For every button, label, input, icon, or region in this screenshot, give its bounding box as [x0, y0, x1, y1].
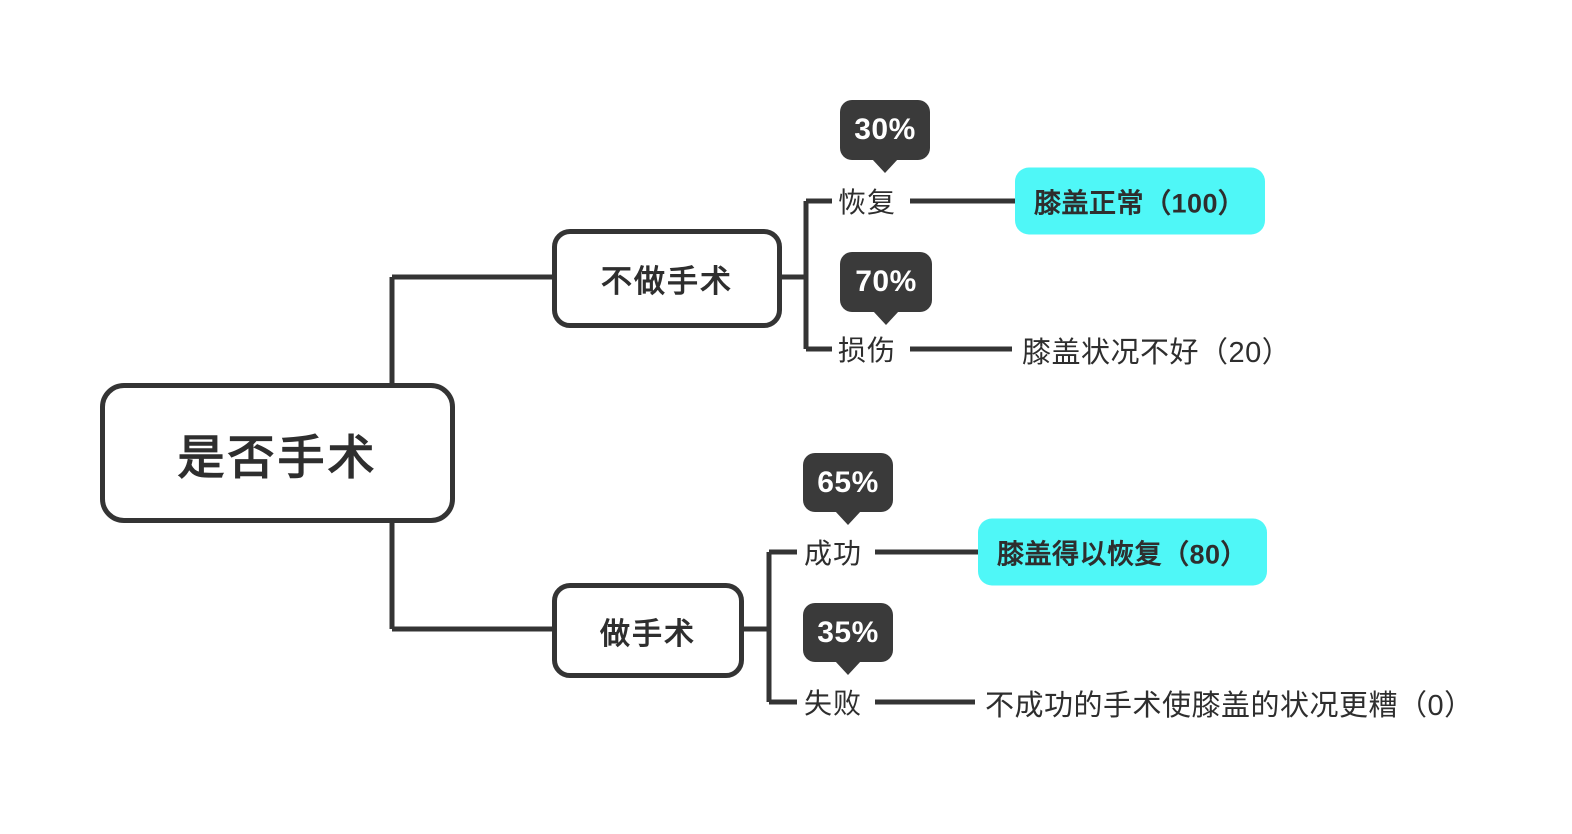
outcome-knee-normal[interactable]: 膝盖正常（100） — [1015, 167, 1265, 235]
outcome-knee-poor: 膝盖状况不好（20） — [1022, 337, 1292, 369]
node-root-decision[interactable]: 是否手术 — [100, 383, 455, 523]
badge-probability-success: 65% — [803, 453, 893, 525]
branch-label-recover: 恢复 — [838, 187, 897, 218]
badge-tail-icon — [835, 661, 861, 675]
outcome-knee-recovered[interactable]: 膝盖得以恢复（80） — [978, 518, 1268, 586]
badge-probability-failure: 35% — [803, 603, 893, 675]
branch-label-success: 成功 — [804, 538, 863, 569]
node-branch-no-surgery[interactable]: 不做手术 — [552, 229, 782, 328]
badge-probability-recover-text: 30% — [854, 113, 916, 146]
badge-probability-damage: 70% — [840, 252, 932, 325]
badge-probability-recover: 30% — [840, 100, 930, 173]
badge-probability-failure-text: 35% — [817, 615, 879, 649]
branch-label-failure: 失败 — [804, 688, 863, 719]
branch-label-damage: 损伤 — [838, 335, 897, 366]
badge-tail-icon — [835, 511, 861, 525]
badge-probability-damage-text: 70% — [855, 265, 917, 298]
outcome-knee-worse: 不成功的手术使膝盖的状况更糟（0） — [985, 690, 1474, 722]
badge-tail-icon — [872, 159, 898, 173]
badge-tail-icon — [873, 311, 899, 325]
badge-probability-success-text: 65% — [817, 465, 879, 499]
node-branch-surgery[interactable]: 做手术 — [552, 583, 744, 678]
